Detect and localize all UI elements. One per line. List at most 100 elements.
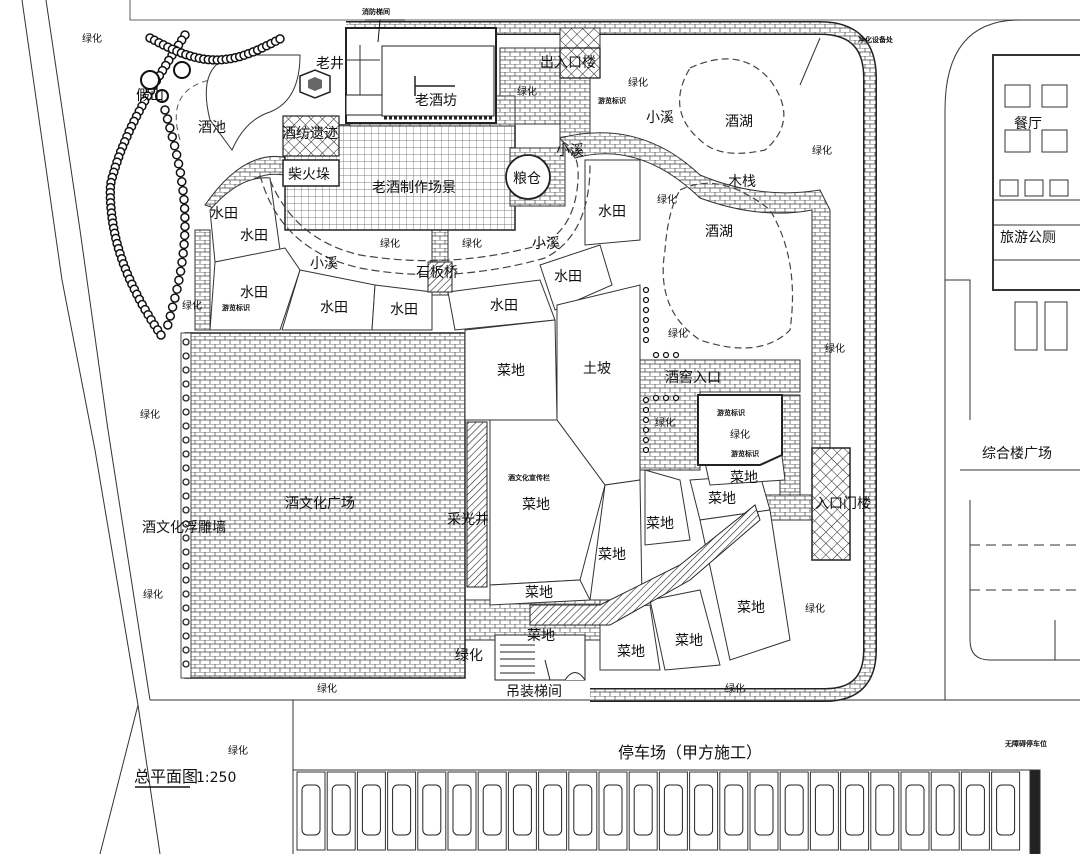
label-workshop: 老酒制作场景 (372, 180, 456, 196)
rock-stone (169, 141, 180, 151)
label-green-11: 绿化 (140, 408, 160, 421)
rock-stone (162, 114, 173, 124)
label-restaurant: 餐厅 (1014, 116, 1042, 132)
car-icon (784, 784, 804, 836)
label-green-5: 绿化 (657, 193, 677, 206)
car-icon (663, 784, 683, 836)
label-green-2: 绿化 (517, 85, 537, 98)
ruins-block (282, 115, 340, 157)
car-icon (573, 784, 593, 836)
rock-stone (173, 159, 184, 169)
label-hoist-room: 吊装梯间 (506, 684, 562, 700)
firewood-pile (282, 159, 340, 187)
car-icon (301, 784, 321, 836)
label-veg-6: 菜地 (646, 516, 674, 532)
label-guide-sign-2: 游览标识 (222, 303, 250, 312)
label-paddy-4: 水田 (390, 302, 418, 318)
label-skylight: 采光井 (447, 512, 489, 528)
car-icon (814, 784, 834, 836)
rock-stone (163, 320, 173, 330)
rock-stone (177, 257, 187, 268)
car-icon (331, 784, 351, 836)
label-stone-bridge: 石板桥 (416, 265, 458, 281)
car-icon (512, 784, 532, 836)
label-plank: 木栈 (728, 174, 756, 190)
label-creek-2: 小溪 (310, 256, 338, 272)
rock-stone (167, 302, 178, 312)
plank-bridge (529, 504, 761, 626)
label-veg-10: 菜地 (675, 633, 703, 649)
label-veg-4: 菜地 (525, 585, 553, 601)
label-parking: 停车场（甲方施工） (618, 743, 762, 762)
label-paddy-1: 水田 (210, 206, 238, 222)
rock-stone (156, 330, 166, 340)
label-guide-sign-4: 游览标识 (731, 449, 759, 458)
rock-stone (171, 150, 182, 160)
car-icon (905, 784, 925, 836)
label-veg-2: 菜地 (522, 497, 550, 513)
label-toilet: 旅游公厕 (1000, 230, 1056, 246)
vegetable-plots (464, 284, 791, 671)
rock-stone (175, 266, 186, 277)
label-wine-lake-2: 酒湖 (705, 224, 733, 240)
wine-pool-area (175, 54, 301, 151)
label-ruins: 酒纺遗迹 (282, 126, 338, 142)
plan-scale: 1:250 (196, 770, 236, 786)
car-icon (694, 784, 714, 836)
label-slope: 土坡 (583, 361, 611, 377)
label-fire-stair: 消防梯间 (362, 7, 390, 16)
rock-stone (172, 284, 182, 294)
rock-stone (165, 123, 175, 133)
label-creek-4: 小溪 (556, 143, 584, 159)
label-green-7: 绿化 (462, 237, 482, 250)
label-green-17: 绿化 (317, 682, 337, 695)
parking-lot (293, 769, 1041, 854)
parking-stalls (296, 771, 1021, 851)
rock-stone (275, 34, 285, 44)
label-green-16: 绿化 (455, 648, 483, 664)
hedge-dots (642, 286, 680, 454)
label-granary: 粮仓 (513, 171, 541, 187)
rock-boulder (173, 61, 191, 79)
rock-stone (180, 212, 190, 223)
rock-stone (178, 248, 188, 259)
label-green-19: 绿化 (228, 744, 248, 757)
label-green-3: 绿化 (628, 76, 648, 89)
label-wine-lake-1: 酒湖 (725, 114, 753, 130)
rock-stone (177, 176, 187, 187)
rock-stone (180, 221, 190, 232)
label-veg-7: 菜地 (708, 491, 736, 507)
rock-stone (179, 239, 189, 250)
label-veg-9: 菜地 (737, 600, 765, 616)
entrance-gate-tower (811, 447, 851, 561)
label-guide-sign-1: 游览标识 (598, 96, 626, 105)
label-veg-11: 菜地 (617, 644, 645, 660)
rock-stones (105, 30, 285, 340)
rock-boulder (155, 89, 169, 103)
label-culture-board: 酒文化宣传栏 (508, 473, 550, 482)
car-icon (543, 784, 563, 836)
car-icon (452, 784, 472, 836)
rock-stone (165, 311, 176, 321)
label-creek-3: 小溪 (532, 236, 560, 252)
car-icon (361, 784, 381, 836)
exit-stair-building (559, 47, 601, 79)
label-old-winery: 老酒坊 (415, 93, 457, 109)
hoist-room (494, 634, 586, 681)
label-green-15: 绿化 (805, 602, 825, 615)
wall-pillars (182, 338, 190, 668)
label-culture-square: 酒文化广场 (285, 496, 355, 512)
label-paddy-3: 水田 (320, 300, 348, 316)
label-guide-sign-3: 游览标识 (717, 408, 745, 417)
label-green-9: 绿化 (668, 327, 688, 340)
label-exit-stair: 出入口楼 (540, 55, 596, 71)
label-green-4: 绿化 (812, 144, 832, 157)
rock-stone (179, 194, 189, 205)
granary (505, 154, 551, 200)
label-green-18: 绿化 (725, 682, 745, 695)
label-green-1: 绿化 (82, 32, 102, 45)
car-icon (754, 784, 774, 836)
car-icon (935, 784, 955, 836)
